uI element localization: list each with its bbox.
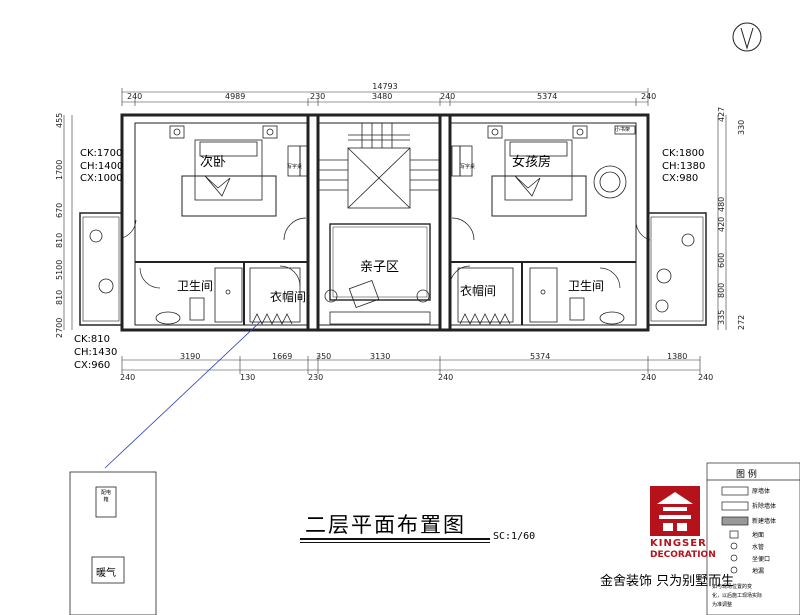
dim-right-3: 420: [717, 217, 726, 232]
north-arrow-icon: [732, 22, 762, 52]
heating-label: 暖气: [96, 568, 116, 579]
shelf-label: 小书架: [615, 127, 631, 133]
plant-icon: [89, 229, 695, 313]
dim-bot-low-5: 240: [641, 373, 656, 382]
bed-left: [169, 125, 309, 217]
bed-right: [451, 125, 636, 217]
dim-bot-2: 1669: [272, 352, 292, 361]
brand-sub: DECORATION: [650, 550, 716, 560]
dim-right-7: 335: [717, 310, 726, 325]
height-left-bottom-ck: CK:810: [74, 334, 110, 345]
desk-left-label: 写字桌: [287, 164, 303, 170]
dim-bot-low-1: 240: [120, 373, 135, 382]
dim-left-2: 1700: [55, 160, 64, 180]
legend-item-6: 坐便口: [752, 556, 771, 563]
height-left-top-ch: CH:1400: [80, 161, 124, 172]
title-underline-thin: [300, 542, 490, 543]
room-closet-left: 衣帽间: [270, 290, 307, 304]
dim-bot-low-4: 240: [438, 373, 453, 382]
title-underline: [300, 538, 490, 540]
dim-left-1: 455: [55, 113, 64, 128]
dim-bot-1: 3190: [180, 352, 200, 361]
brand-name: KINGSER: [650, 538, 707, 549]
legend-note-1: 如与现场位置的变: [712, 584, 753, 590]
room-bath-left: 卫生间: [177, 279, 214, 293]
height-right-top-ck: CK:1800: [662, 148, 705, 159]
dimension-lines: [63, 88, 727, 374]
room-family: 亲子区: [360, 260, 400, 275]
height-right-top-ch: CH:1380: [662, 161, 706, 172]
height-left-top-ck: CK:1700: [80, 148, 123, 159]
legend-item-4: 地面: [752, 532, 765, 539]
dim-left-5: 5100: [55, 260, 64, 280]
overall-width-label: 14793: [372, 82, 397, 91]
dim-right-6: 800: [717, 283, 726, 298]
legend-item-5: 水管: [752, 544, 765, 551]
dim-top-4: 3480: [372, 92, 392, 101]
dim-top-5: 240: [440, 92, 455, 101]
legend-item-7: 地漏: [752, 568, 765, 575]
dim-left-6: 810: [55, 290, 64, 305]
walls: [79, 113, 707, 332]
dim-right-4: 480: [717, 197, 726, 212]
dim-right-5: 600: [717, 253, 726, 268]
dim-bot-low-3: 230: [308, 373, 323, 382]
room-girls: 女孩房: [512, 155, 552, 170]
scale-label: SC:1/60: [493, 531, 536, 542]
dim-top-6: 5374: [537, 92, 557, 101]
dim-bot-low-2: 130: [240, 373, 255, 382]
dim-bot-low-6: 240: [698, 373, 713, 382]
legend-note-2: 化，以后施工现场实际: [712, 593, 763, 599]
legend-title: 图 例: [736, 470, 757, 480]
legend-item-2: 拆除墙体: [752, 503, 777, 510]
dim-left-4: 810: [55, 233, 64, 248]
room-bedroom2: 次卧: [200, 155, 227, 170]
leader-line: [104, 321, 261, 469]
height-left-top-cx: CX:1000: [80, 173, 123, 184]
door-swings: [121, 217, 651, 289]
dim-bot-6: 1380: [667, 352, 687, 361]
desk-right-label: 写字桌: [460, 164, 476, 170]
room-bath-right: 卫生间: [568, 279, 605, 293]
dim-top-1: 240: [127, 92, 142, 101]
staircase: [318, 123, 440, 301]
legend-item-3: 新建墙体: [752, 518, 777, 525]
elec-box-label: 配电箱: [100, 490, 111, 503]
dim-top-2: 4989: [225, 92, 245, 101]
legend-box: [706, 462, 800, 615]
dim-bot-3: 350: [316, 352, 331, 361]
dim-top-7: 240: [641, 92, 656, 101]
dim-right-8: 272: [737, 315, 746, 330]
height-left-bottom-ch: CH:1430: [74, 347, 118, 358]
dim-bot-5: 5374: [530, 352, 550, 361]
dim-right-2: 330: [737, 120, 746, 135]
page-title: 二层平面布置图: [305, 513, 466, 537]
electrical-detail-box: [69, 471, 157, 615]
height-right-top-cx: CX:980: [662, 173, 699, 184]
bathroom-fixtures: [155, 267, 625, 325]
legend-item-1: 原墙体: [752, 488, 771, 495]
dim-bot-4: 3130: [370, 352, 390, 361]
height-left-bottom-cx: CX:960: [74, 360, 111, 371]
brand-slogan: 金舍装饰 只为别墅而生: [600, 574, 735, 589]
kingser-logo: [650, 486, 700, 536]
dim-top-3: 230: [310, 92, 325, 101]
legend-note-3: 为准调整: [712, 602, 733, 608]
room-closet-right: 衣帽间: [460, 284, 497, 298]
dim-left-7: 2700: [55, 318, 64, 338]
dim-right-1: 427: [717, 107, 726, 122]
dim-left-3: 670: [55, 203, 64, 218]
